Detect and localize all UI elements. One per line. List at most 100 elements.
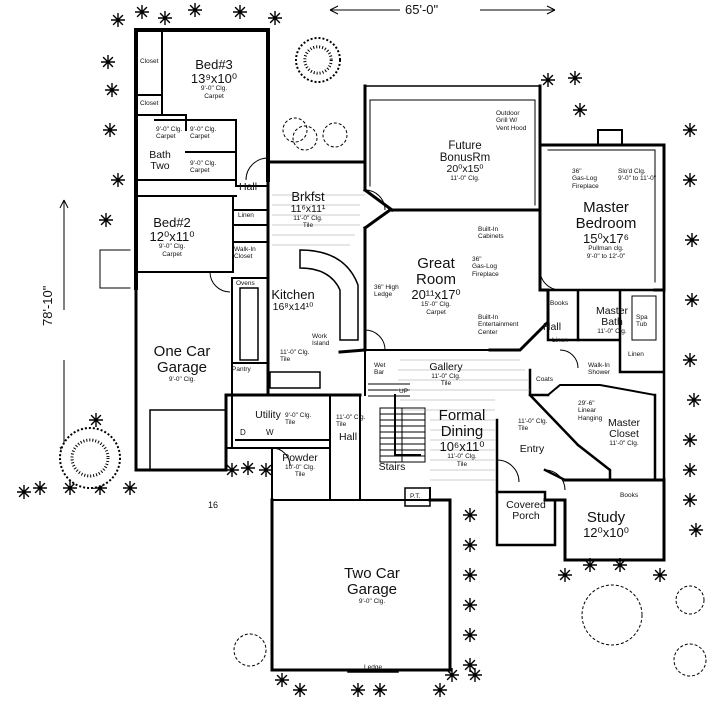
shrub-icon [89, 413, 103, 427]
bath-two-upper-n1: 9'-0" Clg. [156, 126, 183, 133]
shrub-icon [99, 213, 113, 227]
shrub-icon [293, 683, 307, 697]
tree-icon [292, 125, 318, 151]
shrub-icon [463, 568, 477, 582]
shrub-icon [268, 11, 282, 25]
spa-tub-label: Spa Tub [636, 314, 648, 329]
tree-icon [233, 633, 267, 667]
sixteen-label: 16 [208, 500, 219, 510]
master-closet-note1: 11'-0" Clg. [609, 440, 639, 448]
pantry-label: Pantry [232, 366, 251, 373]
tree-icon [581, 584, 643, 646]
shrub-icon [105, 83, 119, 97]
bath-two-upper-notes: 9'-0" Clg. Carpet [156, 126, 182, 141]
shrub-icon [33, 481, 47, 495]
bath-two-n2: Carpet [190, 133, 210, 141]
master-bed-note1: Pullman clg. [588, 245, 624, 253]
shrub-icon [158, 11, 172, 25]
stairs-label: Stairs [378, 461, 406, 473]
up-label: UP [399, 388, 409, 395]
bed3-size: 13⁹x10⁰ [190, 70, 238, 86]
master-bath-label: Master Bath 11'-0" Clg. [595, 305, 629, 336]
closet-label-1: Closet [140, 58, 159, 65]
landscaping [17, 3, 707, 697]
linen-right-label: Linen [552, 337, 568, 344]
bed3-name: Bed#3 [195, 57, 233, 72]
shrub-icon [135, 5, 149, 19]
great-room-label: Great Room 20¹¹x17⁰ 15'-0" Clg. Carpet [411, 256, 460, 316]
tree-icon [322, 122, 348, 148]
utility-note1: 9'-0" Clg. [285, 412, 312, 419]
shrub-icon [225, 463, 239, 477]
powder-note2: Tile [294, 471, 306, 479]
shrub-icon [685, 233, 699, 247]
tree-icon [282, 117, 308, 143]
master-bed-size: 15⁰x17⁶ [583, 230, 629, 246]
grill-label: Outdoor Grill W/ Vent Hood [496, 110, 527, 132]
bed2-note2: Carpet [162, 250, 182, 258]
gallery-note1: 11'-0" Clg. [431, 373, 461, 381]
porch-label: Covered Porch [506, 499, 546, 523]
depth-dimension: 78'-10" [40, 285, 55, 326]
utility-notes: 9'-0" Clg. Tile [285, 412, 311, 427]
hall-right-label: Hall [542, 321, 562, 333]
tree-icon [675, 585, 705, 615]
study-name: Study [586, 509, 626, 526]
sloped-ceiling-label: Slo'd Clg. 9'-0" to 11'-0" [618, 168, 657, 183]
bath-two-n4: Carpet [190, 167, 210, 175]
bed3-note2: Carpet [204, 92, 224, 100]
shrub-icon [123, 481, 137, 495]
hanging-label: 29'-6" Linear Hanging [578, 400, 603, 422]
shrub-icon [101, 55, 115, 69]
bed2-name: Bed#2 [153, 215, 191, 230]
linen-left-label: Linen [238, 212, 254, 219]
gallery-name: Gallery [429, 361, 463, 373]
shrub-icon [573, 103, 587, 117]
study-label: Study 12⁰x10⁰ [583, 510, 629, 539]
closet-label-2: Closet [140, 100, 159, 107]
shrub-icon [683, 173, 697, 187]
shrub-icon [111, 13, 125, 27]
shrub-icon [683, 353, 697, 367]
bed2-size: 12⁰x11⁰ [149, 228, 195, 244]
kitchen-note2: Tile [280, 356, 291, 364]
powder-label: Powder 10'-0" Clg. Tile [282, 452, 318, 479]
width-dimension: 65'-0" [405, 2, 439, 17]
study-books-label: Books [620, 492, 639, 499]
utility-label: Utility [255, 409, 281, 421]
shrub-icon [433, 683, 447, 697]
hall-mid-note2: Tile [336, 421, 347, 429]
bed3-label: Bed#3 13⁹x10⁰ 9'-0" Clg. Carpet [191, 58, 237, 100]
shrub-icon [63, 481, 77, 495]
walkin-left-label: Walk-In Closet [234, 246, 256, 261]
shrub-icon [275, 673, 289, 687]
shrub-icon [17, 485, 31, 499]
garage-ledge-label: Ledge [364, 664, 383, 671]
great-room-size: 20¹¹x17⁰ [411, 286, 461, 302]
bath-two-label: Bath Two [149, 149, 171, 173]
dining-name: Formal Dining [438, 407, 486, 440]
shrub-icon [445, 668, 459, 682]
bed2-note1: 9'-0" Clg. [158, 243, 186, 251]
fireplace-label: 36" Gas-Log Fireplace [472, 256, 499, 278]
dining-size: 10⁶x11⁰ [439, 438, 485, 454]
shrub-icon [685, 293, 699, 307]
master-bath-name: Master Bath [595, 305, 629, 329]
bath-two-notes-b: 9'-0" Clg. Carpet [190, 160, 216, 175]
kitchen-size: 16⁸x14¹⁰ [272, 300, 314, 313]
future-note1: 11'-0" Clg. [450, 175, 480, 183]
brkfst-name: Brkfst [291, 189, 325, 204]
shrub-icon [463, 598, 477, 612]
kitchen-note1: 11'-0" Clg. [280, 349, 310, 356]
shrub-icon [259, 463, 273, 477]
shrub-icon [351, 683, 365, 697]
one-car-garage-label: One Car Garage 9'-0" Clg. [154, 344, 211, 383]
shrub-icon [568, 71, 582, 85]
shrub-icon [468, 668, 482, 682]
great-room-name: Great Room [415, 255, 457, 288]
powder-note1: 10'-0" Clg. [285, 464, 315, 472]
one-car-note1: 9'-0" Clg. [168, 375, 196, 383]
entry-note2: Tile [518, 425, 529, 433]
ovens-label: Ovens [236, 280, 255, 287]
bed2-label: Bed#2 12⁰x11⁰ 9'-0" Clg. Carpet [150, 216, 195, 258]
